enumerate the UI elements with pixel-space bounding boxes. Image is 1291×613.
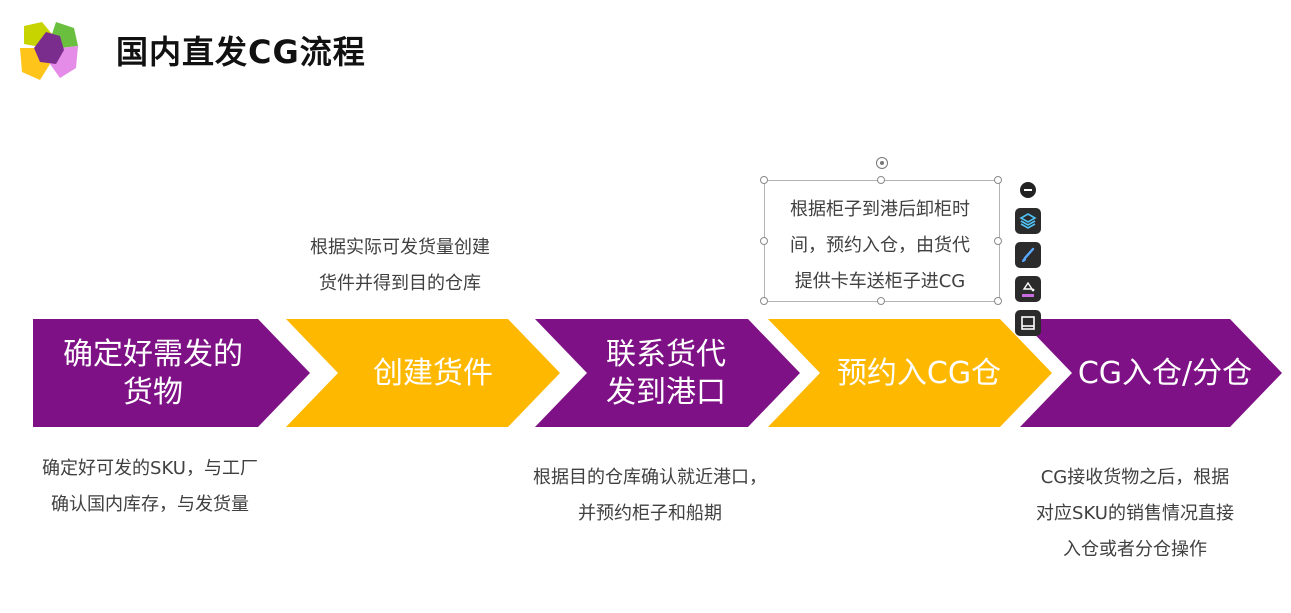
logo-icon — [20, 22, 78, 80]
note-step-1: 确定好可发的SKU，与工厂 确认国内库存，与发货量 — [42, 458, 258, 515]
note-step-4[interactable]: 根据柜子到港后卸柜时 间，预约入仓，由货代 提供卡车送柜子进CG — [790, 199, 970, 292]
rotate-handle[interactable] — [876, 157, 888, 169]
step-2-label: 创建货件 — [373, 356, 493, 391]
resize-handle-top-right[interactable] — [994, 176, 1002, 184]
resize-handle-middle-right[interactable] — [994, 237, 1002, 245]
resize-handle-middle-left[interactable] — [760, 237, 768, 245]
page-title: 国内直发CG流程 — [116, 33, 366, 71]
step-5-chevron — [1020, 319, 1282, 427]
resize-handle-bottom-left[interactable] — [760, 297, 768, 305]
minus-icon[interactable] — [1020, 182, 1036, 198]
resize-handle-bottom-middle[interactable] — [877, 297, 885, 305]
step-1-label: 确定好需发的 货物 — [63, 337, 243, 410]
step-4-label: 预约入CG仓 — [836, 356, 1002, 391]
selection-box[interactable] — [764, 180, 1000, 302]
resize-handle-top-left[interactable] — [760, 176, 768, 184]
step-1-chevron — [33, 319, 310, 427]
layers-icon[interactable] — [1015, 208, 1041, 234]
resize-handle-bottom-right[interactable] — [994, 297, 1002, 305]
step-3-chevron — [535, 319, 800, 427]
step-3-label: 联系货代 发到港口 — [606, 337, 726, 410]
note-step-5: CG接收货物之后，根据 对应SKU的销售情况直接 入仓或者分仓操作 — [1036, 467, 1234, 560]
fill-icon[interactable] — [1015, 276, 1041, 302]
frame-icon[interactable] — [1015, 310, 1041, 336]
note-step-2: 根据实际可发货量创建 货件并得到目的仓库 — [310, 237, 490, 294]
step-2-chevron — [286, 319, 560, 427]
brush-icon[interactable] — [1015, 242, 1041, 268]
step-5-label: CG入仓/分仓 — [1077, 356, 1253, 391]
note-step-3: 根据目的仓库确认就近港口， 并预约柜子和船期 — [533, 467, 767, 524]
step-4-chevron — [768, 319, 1052, 427]
resize-handle-top-middle[interactable] — [877, 176, 885, 184]
logo-center — [34, 32, 64, 64]
